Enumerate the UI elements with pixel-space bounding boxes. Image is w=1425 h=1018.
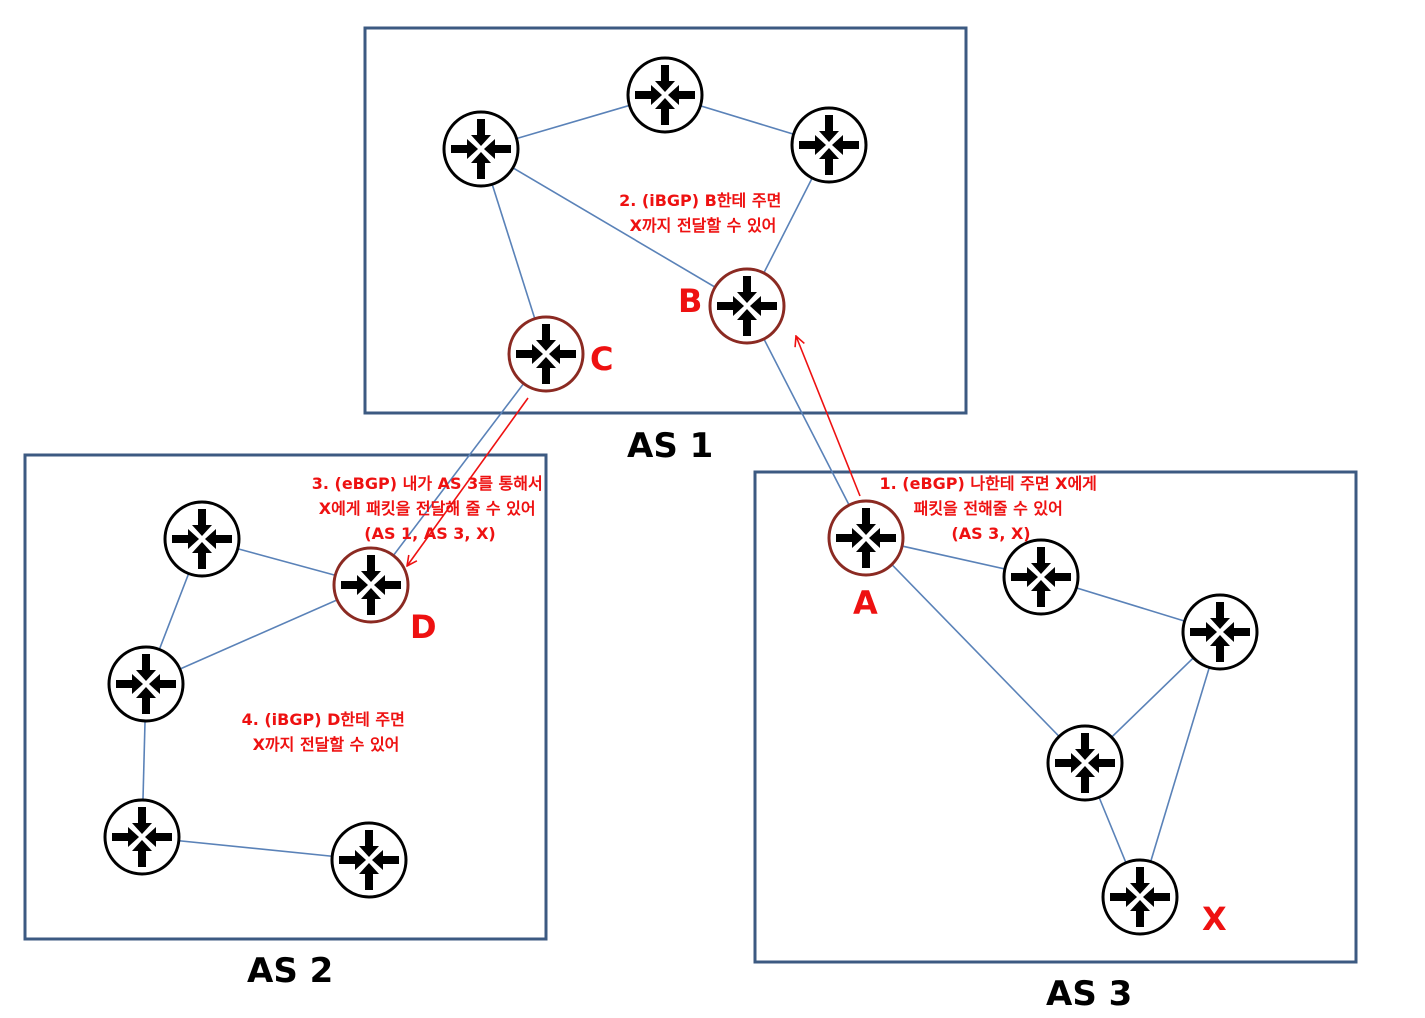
as2-label: AS 2	[247, 951, 333, 991]
annotation-step1: 1. (eBGP) 나한테 주면 X에게 패킷을 전해줄 수 있어 (AS 3,…	[880, 474, 1103, 543]
router-as1-right	[790, 106, 868, 184]
router-b	[708, 267, 786, 345]
advert-arrow-a-to-b	[796, 336, 861, 497]
annotation-step3: 3. (eBGP) 내가 AS 3를 통해서 X에게 패킷을 전달해 줄 수 있…	[312, 474, 549, 543]
router-as2-top	[163, 500, 241, 578]
router-as2-bottom-left	[103, 798, 181, 876]
router-label-b: B	[678, 282, 702, 320]
router-as2-bottom-right	[330, 821, 408, 899]
annotation-step2: 2. (iBGP) B한테 주면 X까지 전달할 수 있어	[619, 191, 787, 235]
router-a	[827, 499, 905, 577]
router-as3-right	[1181, 593, 1259, 671]
router-label-a: A	[853, 584, 878, 622]
inter-as-links	[370, 305, 867, 586]
router-label-x: X	[1202, 900, 1227, 938]
as3-label: AS 3	[1046, 974, 1132, 1014]
router-x	[1101, 858, 1179, 936]
advert-arrow-c-to-d	[407, 397, 529, 566]
router-as1-left	[442, 110, 520, 188]
router-d	[332, 546, 410, 624]
router-as3-mid	[1046, 724, 1124, 802]
router-c	[507, 315, 585, 393]
router-as1-top	[626, 56, 704, 134]
router-label-d: D	[410, 608, 437, 646]
router-label-c: C	[590, 340, 613, 378]
router-as3-upper	[1002, 538, 1080, 616]
as1-label: AS 1	[627, 426, 713, 466]
annotation-step4: 4. (iBGP) D한테 주면 X까지 전달할 수 있어	[242, 710, 411, 754]
router-as2-mid	[107, 645, 185, 723]
